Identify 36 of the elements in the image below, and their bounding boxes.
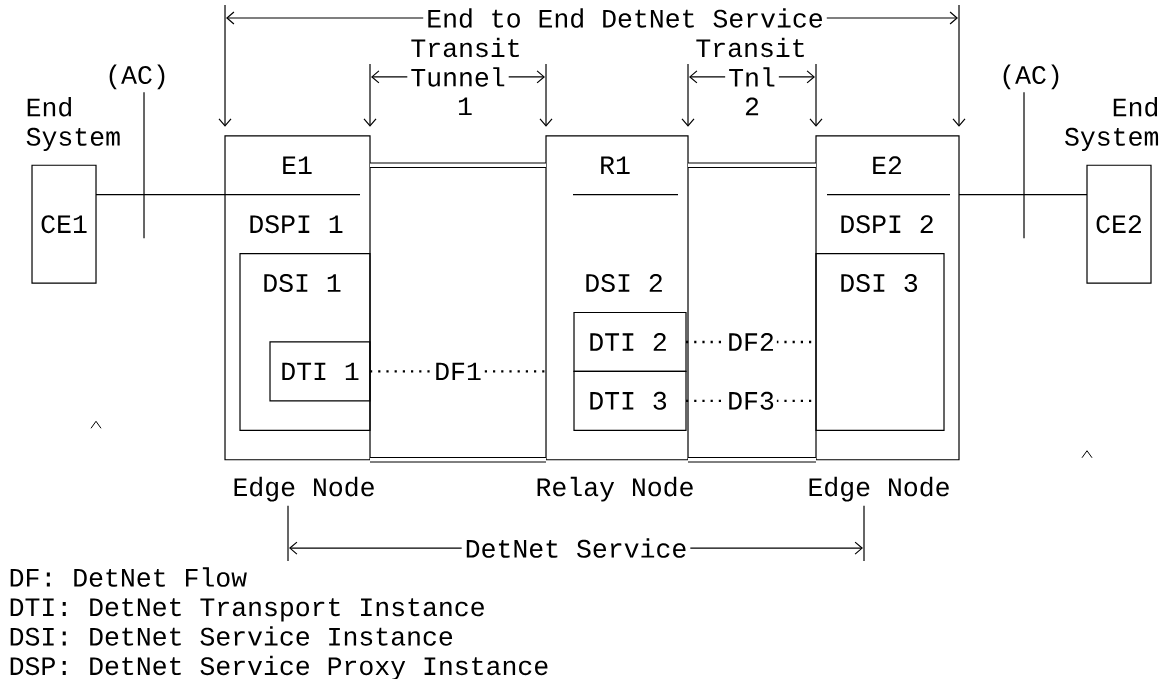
proxy-band: DSPI 1: [224, 194, 361, 234]
transport-instance-box: DTI 1: [269, 341, 371, 402]
dimension-label: Tunnel: [407, 64, 509, 90]
transport-instance-box: DTI 2: [573, 311, 687, 372]
node-label: End System: [26, 96, 120, 152]
dimension-label: End to End DetNet Service: [423, 5, 827, 31]
legend-note: DF: DetNet Flow: [10, 567, 247, 587]
service-instance-box: DSI 3: [815, 253, 945, 431]
dimension-label: DetNet Service: [461, 535, 691, 561]
annotation-text: Transit: [411, 37, 519, 58]
edge-label: DF1: [432, 360, 484, 383]
annotation-text: Transit: [696, 37, 804, 58]
tunnel-line: [370, 457, 546, 463]
tunnel-line: [688, 162, 816, 168]
edge-label: DF2: [725, 331, 777, 353]
link-line: [958, 194, 1088, 196]
service-instance-band: DSI 2: [572, 194, 679, 293]
node-caption: Edge Node: [809, 476, 949, 502]
tunnel-line: [688, 457, 816, 463]
annotation-text: (AC): [109, 64, 165, 90]
tunnel-line: [370, 162, 546, 168]
link-line: [95, 194, 226, 196]
node-caption: Edge Node: [234, 476, 374, 502]
dimension-label: Tnl: [725, 64, 779, 90]
device-box: End System CE2: [1065, 96, 1159, 284]
annotation-text: 2: [745, 97, 759, 116]
proxy-band: DSPI 2: [826, 194, 951, 234]
node-caption: Relay Node: [537, 476, 693, 502]
device-box: End System CE1: [26, 96, 120, 284]
annotation-text: 1: [458, 97, 472, 116]
edge-label: DF3: [725, 389, 777, 412]
legend-note: DTI: DetNet Transport Instance: [10, 598, 484, 622]
transport-instance-box: DTI 3: [573, 370, 687, 431]
annotation-text: (AC): [1003, 64, 1059, 90]
node-label: End System: [1065, 96, 1159, 152]
legend-note: DSI: DetNet Service Instance: [10, 626, 453, 646]
